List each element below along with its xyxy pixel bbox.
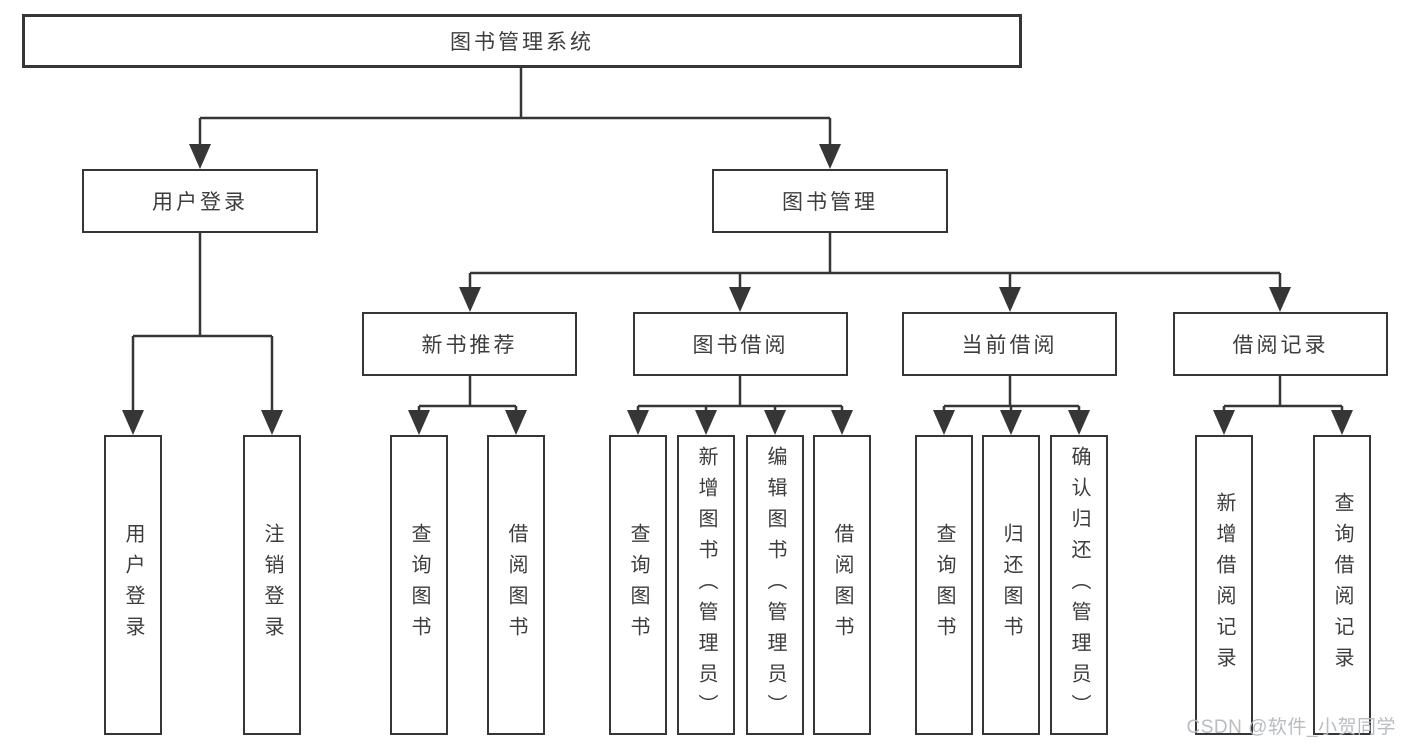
node-label: 编辑图书（管理员） [764,445,786,725]
node-label: 确认归还（管理员） [1068,445,1090,725]
node-book-management: 图书管理 [712,169,948,233]
node-label: 图书借阅 [692,334,789,357]
leaf-logout: 注销登录 [243,435,301,735]
node-book-borrowing: 图书借阅 [633,312,848,376]
node-label: 当前借阅 [961,334,1058,357]
node-label: 归还图书 [1000,523,1022,647]
leaf-borrow-books-borrowing: 借阅图书 [813,435,871,735]
leaf-query-books-borrowing: 查询图书 [609,435,667,735]
arrow-heads [122,144,1353,435]
leaf-query-borrow-record: 查询借阅记录 [1313,435,1371,735]
leaf-add-borrow-record: 新增借阅记录 [1195,435,1253,735]
node-label: 新增借阅记录 [1213,492,1235,678]
leaf-query-books-recommend: 查询图书 [390,435,448,735]
node-label: 查询图书 [933,523,955,647]
node-label: 借阅图书 [505,523,527,647]
csdn-watermark: CSDN @软件_小贺同学 [1186,717,1396,738]
node-label: 新增图书（管理员） [695,445,717,725]
node-label: 查询借阅记录 [1331,492,1353,678]
node-label: 借阅记录 [1232,334,1329,357]
node-label: 图书管理系统 [450,31,594,54]
node-user-login: 用户登录 [82,169,318,233]
leaf-query-books-current: 查询图书 [915,435,973,735]
node-label: 用户登录 [152,191,248,214]
connector-paths [131,68,1344,412]
node-label: 用户登录 [122,523,144,647]
leaf-borrow-books-recommend: 借阅图书 [487,435,545,735]
leaf-user-login: 用户登录 [104,435,162,735]
node-label: 图书管理 [782,191,878,214]
leaf-add-book-admin: 新增图书（管理员） [677,435,735,735]
leaf-edit-book-admin: 编辑图书（管理员） [746,435,804,735]
node-label: 查询图书 [627,523,649,647]
node-borrowing-records: 借阅记录 [1173,312,1388,376]
node-label: 借阅图书 [831,523,853,647]
node-current-borrowing: 当前借阅 [902,312,1117,376]
node-library-management-system: 图书管理系统 [22,14,1022,68]
leaf-return-books: 归还图书 [982,435,1040,735]
node-label: 查询图书 [408,523,430,647]
node-label: 新书推荐 [421,334,518,357]
leaf-confirm-return-admin: 确认归还（管理员） [1050,435,1108,735]
node-new-book-recommendation: 新书推荐 [362,312,577,376]
node-label: 注销登录 [261,523,283,647]
